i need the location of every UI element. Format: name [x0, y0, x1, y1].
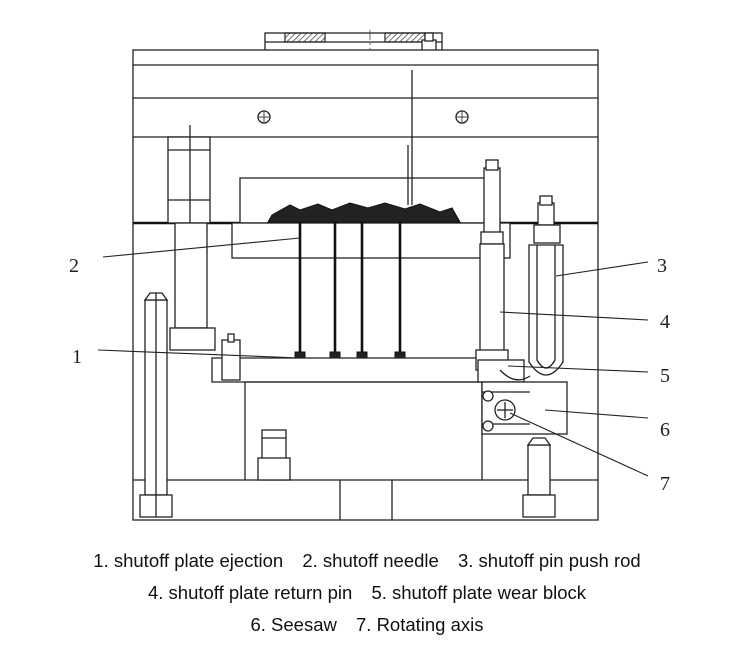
top-screw-right — [455, 110, 469, 124]
caption-line-2: 4. shutoff plate return pin 5. shutoff p… — [0, 577, 734, 609]
long-bolt-right — [522, 437, 556, 518]
leader-4 — [499, 311, 649, 321]
caption-item-6: 6. Seesaw — [250, 614, 337, 635]
leader-5 — [507, 365, 649, 373]
callout-7: 7 — [660, 473, 670, 495]
callout-6: 6 — [660, 419, 670, 441]
callout-2: 2 — [69, 255, 79, 277]
mold-cross-section-diagram: 1 2 3 4 5 6 7 — [69, 30, 670, 521]
molded-part-gates — [267, 70, 461, 223]
caption-item-7: 7. Rotating axis — [356, 614, 484, 635]
leader-7 — [509, 412, 649, 477]
long-bolt-left — [139, 292, 173, 518]
caption-item-4: 4. shutoff plate return pin — [147, 582, 353, 603]
leader-6 — [544, 409, 649, 419]
wear-block — [477, 359, 531, 383]
leader-1 — [97, 349, 301, 359]
caption-line-3: 6. Seesaw 7. Rotating axis — [0, 609, 734, 641]
caption-line-1: 1. shutoff plate ejection 2. shutoff nee… — [0, 545, 734, 577]
mold-frame — [132, 49, 599, 521]
ejector-screw-left — [257, 429, 291, 481]
push-rod — [528, 195, 564, 376]
rotating-axis — [494, 399, 516, 421]
callout-5: 5 — [660, 365, 670, 387]
leader-3 — [555, 261, 649, 277]
callout-1: 1 — [72, 346, 82, 368]
callout-3: 3 — [657, 255, 667, 277]
caption-item-3: 3. shutoff pin push rod — [457, 550, 641, 571]
top-screw-left — [257, 110, 271, 124]
caption-item-5: 5. shutoff plate wear block — [371, 582, 587, 603]
caption-item-1: 1. shutoff plate ejection — [93, 550, 284, 571]
leader-lines — [97, 237, 649, 477]
figure-caption: 1. shutoff plate ejection 2. shutoff nee… — [0, 545, 734, 641]
callout-4: 4 — [660, 311, 670, 333]
left-guide-column — [167, 125, 216, 351]
leader-2 — [102, 237, 301, 258]
shutoff-ejection-plate — [211, 333, 493, 480]
caption-item-2: 2. shutoff needle — [302, 550, 439, 571]
